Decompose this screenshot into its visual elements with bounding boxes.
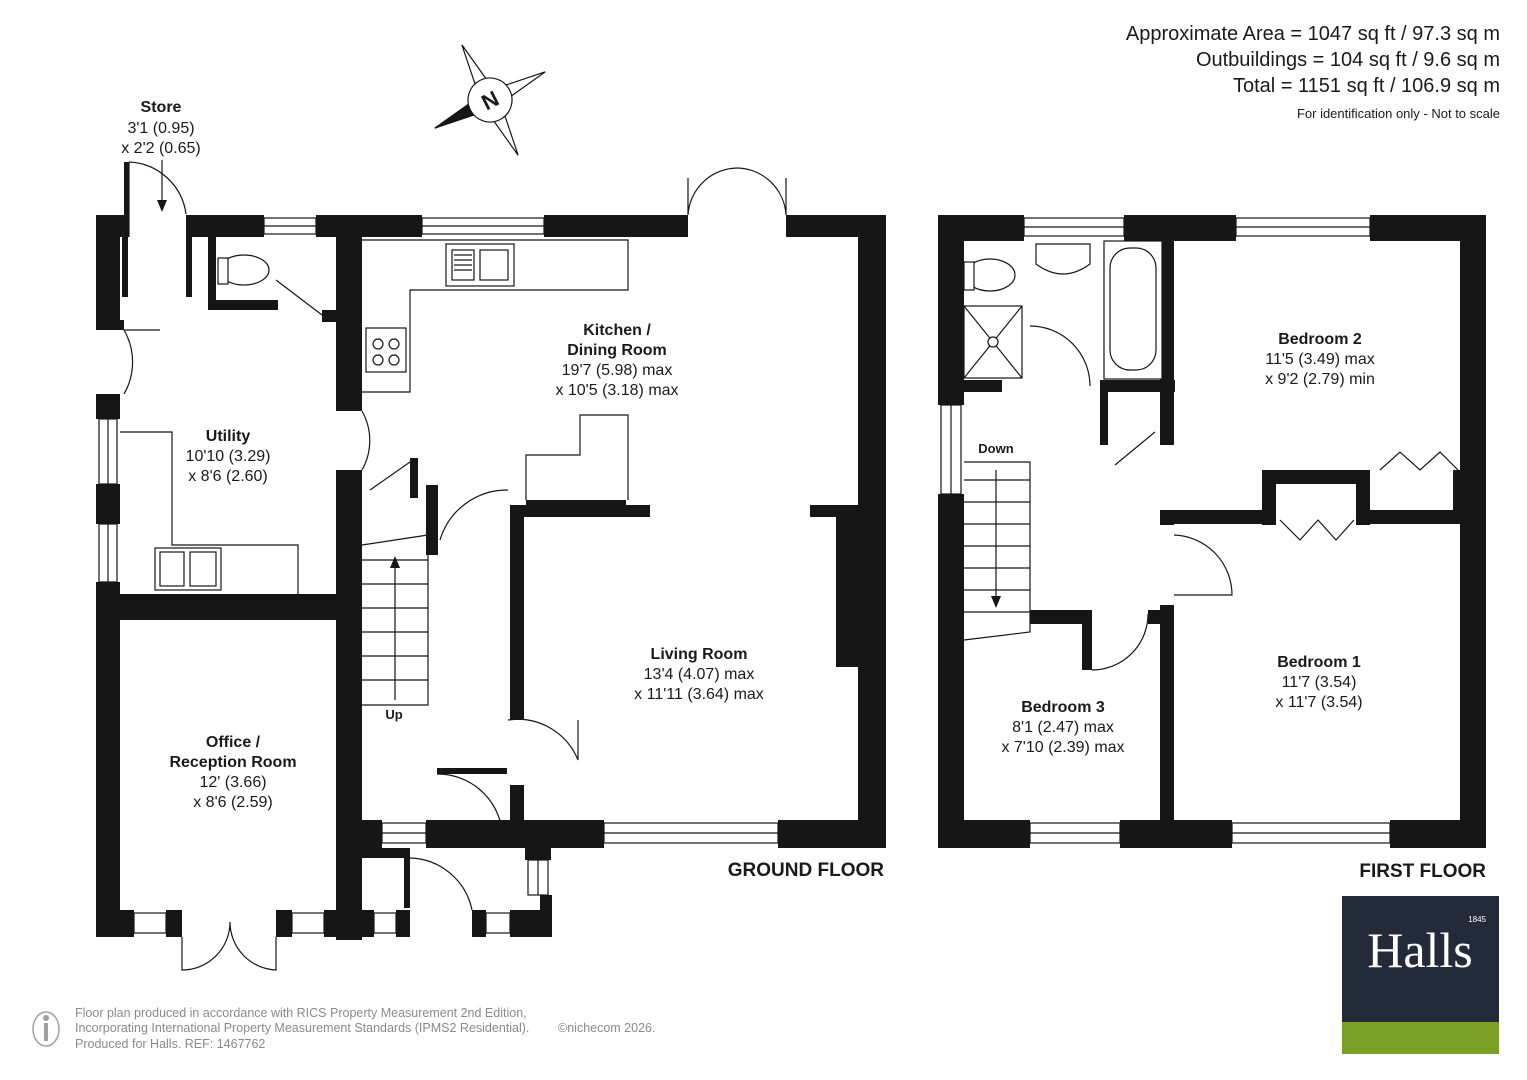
kitchen-title-2: Dining Room (567, 342, 667, 359)
compass-icon: N (434, 44, 546, 156)
stairs-up-label: Up (385, 707, 402, 722)
store-title: Store (141, 99, 182, 116)
footer-line-3: Produced for Halls. REF: 1467762 (75, 1037, 265, 1051)
office-title-2: Reception Room (169, 754, 296, 771)
office-dim-1: 12' (3.66) (199, 774, 266, 791)
utility-title: Utility (206, 428, 251, 445)
living-title: Living Room (651, 646, 748, 663)
logo-year: 1845 (1468, 915, 1486, 924)
living-dim-2: x 11'11 (3.64) max (634, 686, 764, 703)
bedroom2-dim-1: 11'5 (3.49) max (1265, 351, 1374, 368)
approximate-area: Approximate Area = 1047 sq ft / 97.3 sq … (1126, 23, 1500, 45)
person-icon (32, 1011, 60, 1047)
living-dim-1: 13'4 (4.07) max (644, 666, 755, 683)
store-dim-2: x 2'2 (0.65) (121, 140, 201, 157)
first-floor-label: FIRST FLOOR (1359, 861, 1486, 882)
office-title-1: Office / (206, 734, 261, 751)
kitchen-dim-1: 19'7 (5.98) max (562, 362, 673, 379)
ground-floor-fixtures (120, 160, 629, 706)
bedroom2-dim-2: x 9'2 (2.79) min (1265, 371, 1375, 388)
ground-floor-windows (98, 217, 779, 934)
first-floor-fixtures (963, 240, 1459, 671)
outbuildings-area: Outbuildings = 104 sq ft / 9.6 sq m (1196, 49, 1500, 71)
bedroom2-title: Bedroom 2 (1278, 331, 1362, 348)
footer-copyright: ©nichecom 2026. (558, 1021, 655, 1035)
bedroom1-dim-1: 11'7 (3.54) (1282, 674, 1357, 691)
kitchen-title-1: Kitchen / (583, 322, 651, 339)
logo-name: Halls (1367, 922, 1473, 978)
bedroom3-dim-1: 8'1 (2.47) max (1012, 719, 1114, 736)
ground-floor-walls (96, 162, 886, 940)
halls-logo: Halls 1845 (1342, 896, 1499, 1054)
bedroom3-dim-2: x 7'10 (2.39) max (1001, 739, 1124, 756)
bedroom1-dim-2: x 11'7 (3.54) (1275, 694, 1362, 711)
stairs-down-label: Down (978, 441, 1013, 456)
office-dim-2: x 8'6 (2.59) (193, 794, 273, 811)
kitchen-dim-2: x 10'5 (3.18) max (555, 382, 678, 399)
bedroom1-title: Bedroom 1 (1277, 654, 1361, 671)
ground-floor-doors (123, 161, 787, 971)
scale-note: For identification only - Not to scale (1297, 106, 1500, 121)
store-dim-1: 3'1 (0.95) (127, 120, 194, 137)
footer-line-1: Floor plan produced in accordance with R… (75, 1006, 527, 1020)
utility-dim-1: 10'10 (3.29) (186, 448, 271, 465)
total-area: Total = 1151 sq ft / 106.9 sq m (1233, 75, 1500, 97)
footer-line-2: Incorporating International Property Mea… (75, 1021, 529, 1035)
bedroom3-title: Bedroom 3 (1021, 699, 1105, 716)
first-floor-walls (938, 215, 1486, 848)
ground-floor-label: GROUND FLOOR (728, 860, 884, 881)
first-floor-windows (940, 217, 1391, 844)
utility-dim-2: x 8'6 (2.60) (188, 468, 268, 485)
